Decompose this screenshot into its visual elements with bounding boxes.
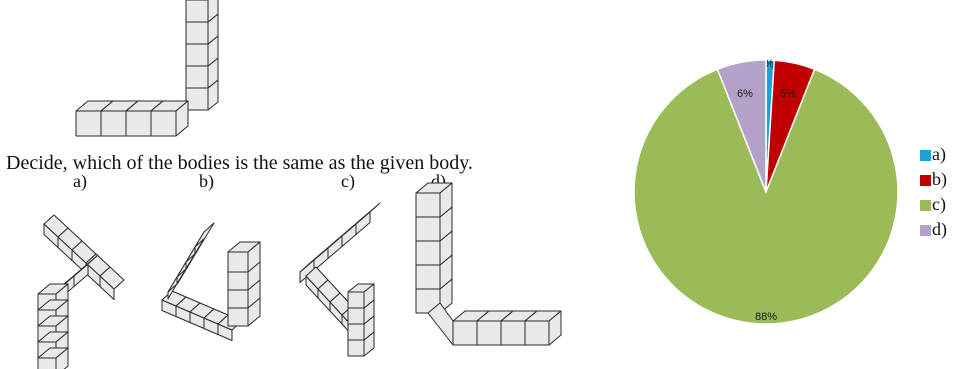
option-b-cube xyxy=(227,295,261,327)
option-figure-d xyxy=(415,182,562,346)
given-arm-cube xyxy=(75,100,114,137)
given-arm-cube xyxy=(150,100,189,137)
option-d-cube xyxy=(415,182,453,218)
legend-swatch-3 xyxy=(920,200,931,211)
legend-swatch-4 xyxy=(920,225,931,236)
chart-legend: a) b) c) d) xyxy=(920,144,947,240)
pie-slice-4 xyxy=(716,59,767,193)
pie-chart: 1%5%88%6% xyxy=(633,58,899,325)
pie-data-label-2: 5% xyxy=(780,88,796,100)
legend-swatch-2 xyxy=(920,175,931,186)
given-tower-cube xyxy=(185,0,219,23)
option-c-cube xyxy=(347,283,375,309)
question-text: Decide, which of the bodies is the same … xyxy=(6,152,473,174)
option-figure-c xyxy=(299,202,381,357)
option-label-a: a) xyxy=(73,171,87,192)
pie-slice-3 xyxy=(633,68,899,325)
option-label-b: b) xyxy=(199,171,214,192)
option-figure-a xyxy=(37,214,125,369)
option-a-cube xyxy=(43,214,69,248)
legend-label-4: d) xyxy=(932,219,947,240)
legend-label-2: b) xyxy=(932,169,947,190)
option-d-cube xyxy=(524,310,562,346)
legend-label-1: a) xyxy=(932,144,946,165)
option-a-cube xyxy=(37,347,69,369)
option-a-cube xyxy=(99,266,125,300)
given-body-figure xyxy=(75,0,219,137)
legend-label-3: c) xyxy=(932,194,946,215)
option-b-cube xyxy=(227,241,261,273)
option-figure-b xyxy=(161,222,261,341)
option-d-cube xyxy=(427,302,454,346)
option-b-cube xyxy=(194,222,215,255)
pie-data-label-3: 88% xyxy=(755,311,777,323)
option-c-cube xyxy=(355,202,381,235)
legend-swatch-1 xyxy=(920,150,931,161)
pie-data-label-4: 6% xyxy=(737,88,753,100)
option-label-c: c) xyxy=(341,171,355,192)
